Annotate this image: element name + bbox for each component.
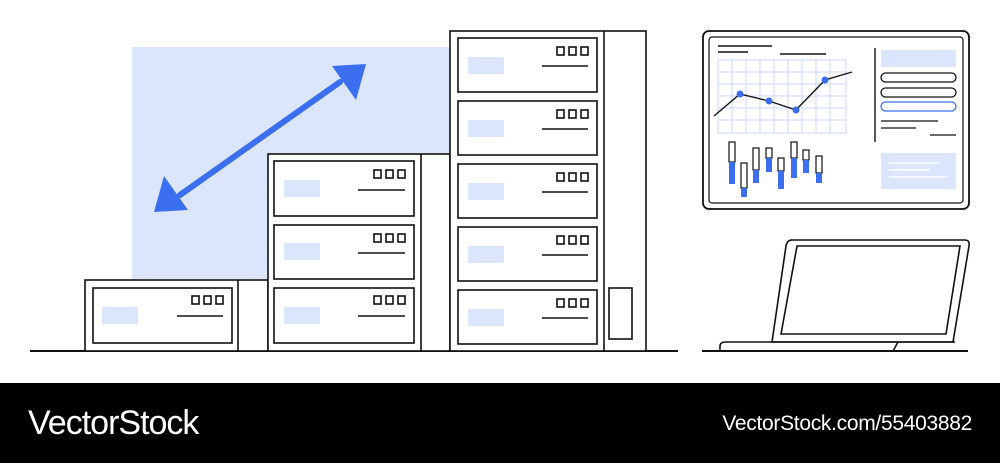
image-credit: VectorStock.com/55403882 bbox=[722, 412, 972, 435]
server-rack-icon-tall bbox=[449, 30, 647, 352]
dashboard-monitor-icon bbox=[702, 30, 970, 210]
double-arrow-icon bbox=[154, 64, 366, 212]
server-rack-icon-small bbox=[84, 279, 269, 352]
brand-logo-text: VectorStock bbox=[28, 404, 199, 442]
footer-bar: VectorStock VectorStock.com/55403882 bbox=[0, 383, 1000, 463]
chart-grid bbox=[717, 59, 847, 134]
bar-chart bbox=[728, 141, 823, 197]
server-rack-icon-medium bbox=[267, 153, 451, 352]
line-chart-icon bbox=[713, 71, 853, 117]
laptop-icon bbox=[719, 239, 970, 352]
scaling-illustration bbox=[30, 30, 970, 352]
